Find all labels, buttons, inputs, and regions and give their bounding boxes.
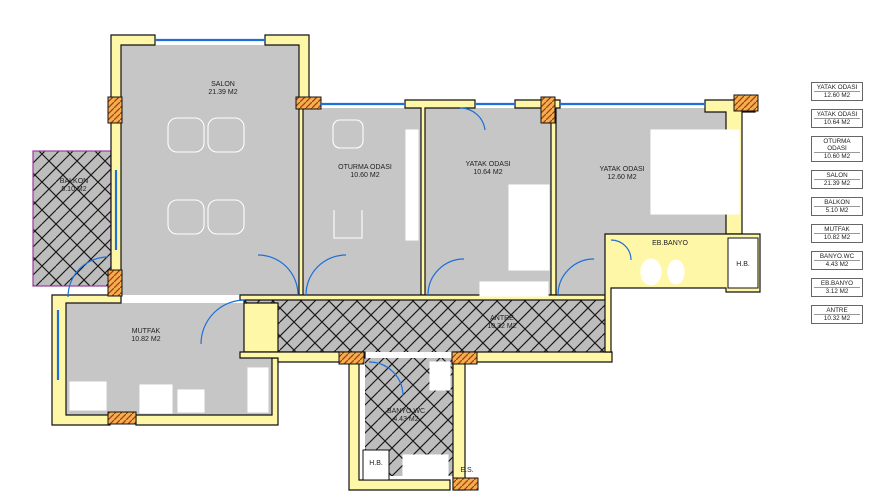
banyo-area: 4.43 M2 — [393, 416, 418, 423]
legend-item-name: MUTFAK — [814, 226, 860, 234]
legend-item-name: BANYO.WC — [814, 253, 860, 261]
legend-item-area: 10.60 M2 — [823, 153, 851, 160]
legend-item-name: BALKON — [814, 199, 860, 207]
salon-name: SALON — [211, 81, 235, 88]
salon-floor — [121, 45, 299, 295]
banyo-name: BANYO.WC — [387, 408, 425, 415]
yatak1-name: YATAK ODASI — [465, 161, 510, 168]
columns — [107, 94, 759, 491]
legend-item-area: 10.32 M2 — [823, 315, 851, 322]
room-labels: SALON 21.39 M2 BALKON 5.10 M2 OTURMA ODA… — [60, 81, 750, 474]
legend-item-name: YATAK ODASI — [814, 111, 860, 119]
yatak2-name: YATAK ODASI — [599, 166, 644, 173]
legend-item-area: 5.10 M2 — [825, 207, 849, 214]
legend-item-area: 3.12 M2 — [825, 288, 849, 295]
legend-item-area: 10.64 M2 — [823, 119, 851, 126]
mutfak-area: 10.82 M2 — [131, 336, 160, 343]
hb1-label: H.B. — [736, 261, 750, 268]
hb2-box — [362, 449, 390, 481]
legend-item-name: EB.BANYO — [814, 280, 860, 288]
mutfak-name: MUTFAK — [132, 328, 161, 335]
yatak2-floor-b — [556, 234, 606, 295]
antre-name: ANTRE — [490, 315, 514, 322]
oturma-name: OTURMA ODASI — [338, 164, 392, 171]
furniture — [69, 117, 740, 479]
windows — [56, 38, 705, 380]
antre-floor — [244, 300, 607, 352]
ebbanyo-name: EB.BANYO — [652, 240, 688, 247]
yatak1-area: 10.64 M2 — [473, 169, 502, 176]
legend-item-area: 12.60 M2 — [823, 92, 851, 99]
legend-item-name: SALON — [814, 172, 860, 180]
yatak2-area: 12.60 M2 — [607, 174, 636, 181]
legend-item-name: OTURMA ODASI — [814, 138, 860, 153]
antre-area: 10.32 M2 — [487, 323, 516, 330]
balkon-name: BALKON — [60, 178, 88, 185]
doors — [67, 107, 632, 397]
balkon-area: 5.10 M2 — [61, 186, 86, 193]
oturma-area: 10.60 M2 — [350, 172, 379, 179]
es-label: E.S. — [460, 467, 473, 474]
legend-item-name: YATAK ODASI — [814, 84, 860, 92]
hb2-label: H.B. — [369, 460, 383, 467]
legend-item-area: 21.39 M2 — [823, 180, 851, 187]
hb1-box — [727, 237, 759, 289]
legend-item-area: 4.43 M2 — [825, 261, 849, 268]
legend-item-name: ANTRE — [814, 307, 860, 315]
oturma-floor — [303, 108, 421, 295]
salon-area: 21.39 M2 — [208, 89, 237, 96]
balcony-area — [32, 150, 112, 287]
legend-item-area: 10.82 M2 — [823, 234, 851, 241]
